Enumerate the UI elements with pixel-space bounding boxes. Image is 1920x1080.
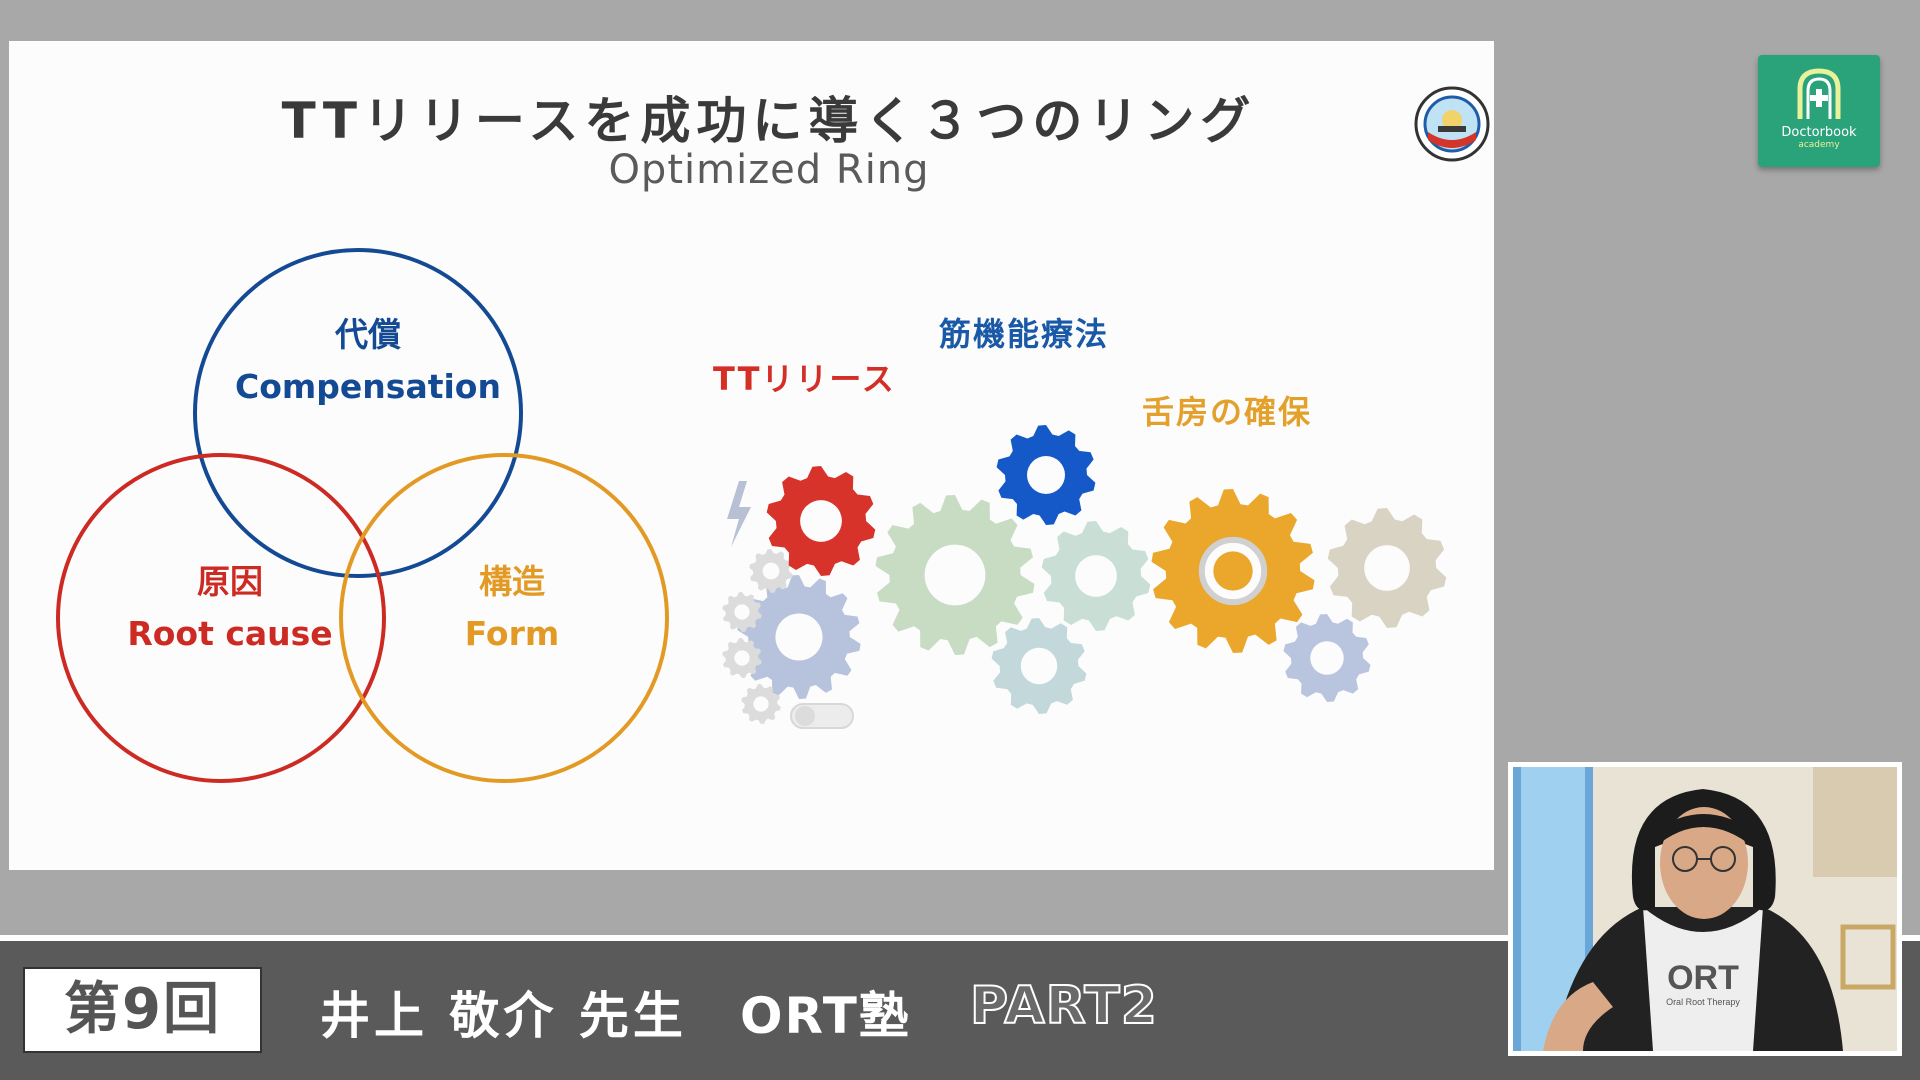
presentation-slide: TTリリースを成功に導く３つのリング Optimized Ring 代償 Com…: [9, 41, 1494, 870]
compensation-label: 代償 Compensation: [208, 309, 528, 413]
blue-gear-hole: [1027, 456, 1065, 494]
episode-badge: 第9回: [23, 967, 262, 1053]
brand-name: Doctorbook: [1781, 125, 1857, 140]
caption-bar-stripe: [0, 935, 1920, 941]
beige-gear-hole: [1364, 545, 1410, 591]
teacher-name: 井上 敬介 先生: [320, 987, 687, 1045]
compensation-jp: 代償: [335, 315, 401, 354]
blue-gray-gear-hole: [775, 613, 823, 661]
green-gear-small-hole: [1075, 555, 1117, 597]
webcam-overlay: ORT Oral Root Therapy: [1508, 762, 1902, 1056]
gray-gear-3-hole: [734, 650, 750, 666]
shirt-subtext: Oral Root Therapy: [1666, 997, 1740, 1007]
compensation-en: Compensation: [235, 367, 501, 406]
muscle-therapy-label: 筋機能療法: [939, 315, 1110, 353]
slide-subtitle: Optimized Ring: [608, 147, 930, 193]
compensation-ring: [193, 248, 523, 578]
gears-illustration: [722, 425, 1447, 729]
webcam-video: ORT Oral Root Therapy: [1513, 767, 1897, 1051]
slide-title: TTリリースを成功に導く３つのリング: [281, 92, 1257, 150]
book-icon: [1797, 68, 1841, 119]
venn-diagram: [56, 248, 669, 783]
shirt-text: ORT: [1667, 959, 1739, 997]
blue-gray-gear-small-hole: [1310, 641, 1344, 675]
form-label: 構造 Form: [352, 556, 672, 660]
presenter-image: ORT Oral Root Therapy: [1513, 767, 1897, 1051]
orange-gear-center: [1213, 551, 1253, 591]
green-gear-large-hole: [924, 544, 986, 606]
course-name: ORT塾: [740, 987, 911, 1045]
gray-gear-4-hole: [753, 696, 769, 712]
root-cause-label: 原因 Root cause: [70, 556, 390, 660]
root-cause-jp: 原因: [197, 562, 263, 601]
doctorbook-logo: Doctorbook academy: [1758, 55, 1880, 167]
form-ring: [339, 453, 669, 783]
form-en: Form: [464, 614, 560, 653]
tongue-space-label: 舌房の確保: [1142, 393, 1313, 431]
root-cause-ring: [56, 453, 386, 783]
gray-gear-2-hole: [734, 604, 750, 620]
brand-sub: academy: [1798, 140, 1840, 150]
tt-release-label: TTリリース: [713, 360, 896, 398]
lightning-icon: [727, 481, 751, 547]
part-label: PART2: [969, 975, 1158, 1037]
gray-gear-1-hole: [762, 562, 780, 580]
club-logo-icon: [1414, 86, 1490, 162]
teal-gear-hole: [1020, 647, 1058, 685]
root-cause-en: Root cause: [127, 614, 333, 653]
red-gear-hole: [800, 500, 842, 542]
form-jp: 構造: [479, 562, 545, 601]
